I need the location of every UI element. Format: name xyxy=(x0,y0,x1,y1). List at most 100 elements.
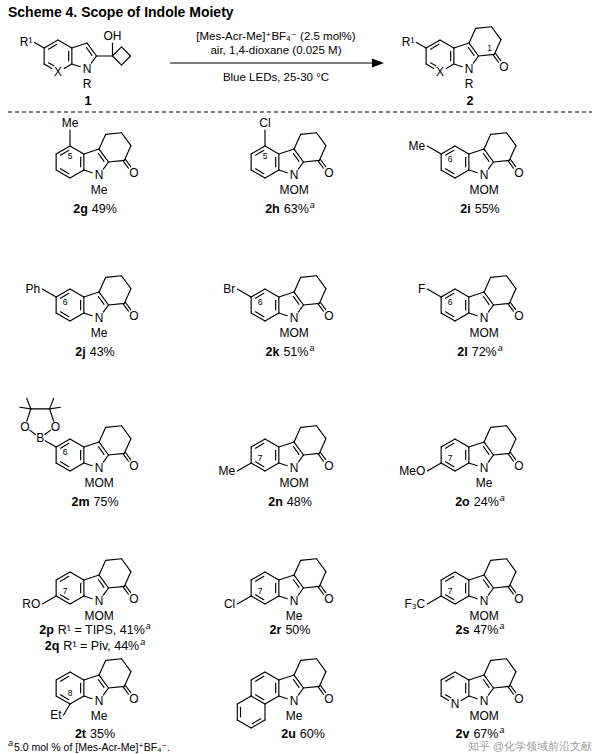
bond-line xyxy=(507,133,516,146)
bond-line xyxy=(278,447,279,463)
bond-line xyxy=(446,443,454,448)
bond-line xyxy=(294,575,303,588)
bond-line xyxy=(124,439,130,454)
bond-line xyxy=(441,154,442,170)
bond-line xyxy=(294,292,303,305)
bond-line xyxy=(507,659,516,672)
atom-label: O xyxy=(514,693,523,705)
bond-line xyxy=(251,572,265,580)
atom-label: N xyxy=(95,595,104,607)
bond-line xyxy=(91,56,96,63)
bond-line xyxy=(50,407,61,409)
bond-line xyxy=(453,48,454,64)
bond-line xyxy=(298,455,303,462)
bond-line xyxy=(87,43,96,56)
bond-line xyxy=(509,146,515,161)
atom-label: O xyxy=(514,460,523,472)
compound-number: 2o xyxy=(455,496,470,509)
bond-line xyxy=(251,596,265,604)
bond-line xyxy=(265,463,279,471)
atom-label: MOM xyxy=(279,327,308,339)
bond-line xyxy=(303,586,319,588)
reaction-condition: [Mes-Acr-Me]⁺BF₄⁻ (2.5 mol%) xyxy=(196,31,355,43)
position-number: 1 xyxy=(487,44,492,53)
bond-line xyxy=(49,63,54,66)
atom-label: N xyxy=(480,595,489,607)
bond-line xyxy=(484,292,493,305)
bond-line xyxy=(83,297,84,313)
bond-line xyxy=(237,704,238,720)
bond-line xyxy=(298,162,303,169)
bond-line xyxy=(50,409,54,421)
atom-label: Ph xyxy=(26,283,41,295)
bond-line xyxy=(279,149,294,154)
yield-text: 24% xyxy=(474,496,499,509)
position-number: 7 xyxy=(448,587,453,596)
atom-label: O xyxy=(129,167,138,179)
bond-line xyxy=(45,441,56,447)
bond-line xyxy=(264,130,265,146)
yield-text: 43% xyxy=(90,346,115,359)
footnote-marker: a xyxy=(146,622,151,631)
bond-line xyxy=(108,303,124,305)
bond-line xyxy=(42,596,56,604)
bond-line xyxy=(108,686,124,688)
bond-line xyxy=(96,55,112,56)
bond-line xyxy=(279,575,294,580)
bond-line xyxy=(301,559,317,561)
position-number: 8 xyxy=(68,689,73,698)
bond-line xyxy=(61,462,69,467)
bond-line xyxy=(427,463,441,471)
bond-line xyxy=(56,672,70,680)
bond-line xyxy=(103,688,108,695)
bond-line xyxy=(431,44,439,49)
bond-line xyxy=(493,453,509,455)
bond-line xyxy=(237,463,251,471)
bond-line xyxy=(251,313,265,321)
bond-line xyxy=(318,304,323,311)
yield-text: 49% xyxy=(92,203,117,216)
bond-line xyxy=(468,447,469,463)
bond-line xyxy=(294,675,303,688)
atom-label: Et xyxy=(50,709,61,721)
bond-line xyxy=(256,169,264,174)
bond-line xyxy=(484,575,493,588)
bond-line xyxy=(70,170,84,178)
bond-line xyxy=(508,587,513,594)
bond-line xyxy=(106,559,122,561)
atom-label: N xyxy=(95,695,104,707)
atom-label: X xyxy=(436,66,444,78)
bond-line xyxy=(103,455,108,462)
bond-line xyxy=(303,686,319,688)
atom-label: MOM xyxy=(279,477,308,489)
bond-line xyxy=(483,580,489,588)
bond-line xyxy=(468,680,469,696)
atom-label: F₃C xyxy=(404,598,425,610)
yield-text: 50% xyxy=(285,624,310,637)
bond-line xyxy=(98,447,104,455)
bond-line xyxy=(256,695,264,700)
arrow-shaft xyxy=(170,62,374,63)
bond-line xyxy=(84,292,99,297)
bond-line xyxy=(488,588,493,595)
bond-line xyxy=(476,27,492,29)
bond-line xyxy=(64,64,72,68)
bond-line xyxy=(256,595,264,600)
bond-line xyxy=(86,48,92,56)
bond-line xyxy=(279,170,287,173)
atom-label: Me xyxy=(286,710,303,722)
bond-line xyxy=(122,426,131,439)
bond-line xyxy=(446,64,454,68)
bond-line xyxy=(298,688,303,695)
bond-line xyxy=(441,313,455,321)
atom-label: MeO xyxy=(399,465,425,477)
bond-line xyxy=(455,672,469,680)
bond-line xyxy=(265,439,279,447)
compound-number: 2u xyxy=(281,728,296,741)
bond-line xyxy=(468,48,474,56)
bond-line xyxy=(507,276,516,289)
bond-line xyxy=(56,680,57,696)
atom-label: N xyxy=(290,595,299,607)
bond-line xyxy=(72,64,80,67)
